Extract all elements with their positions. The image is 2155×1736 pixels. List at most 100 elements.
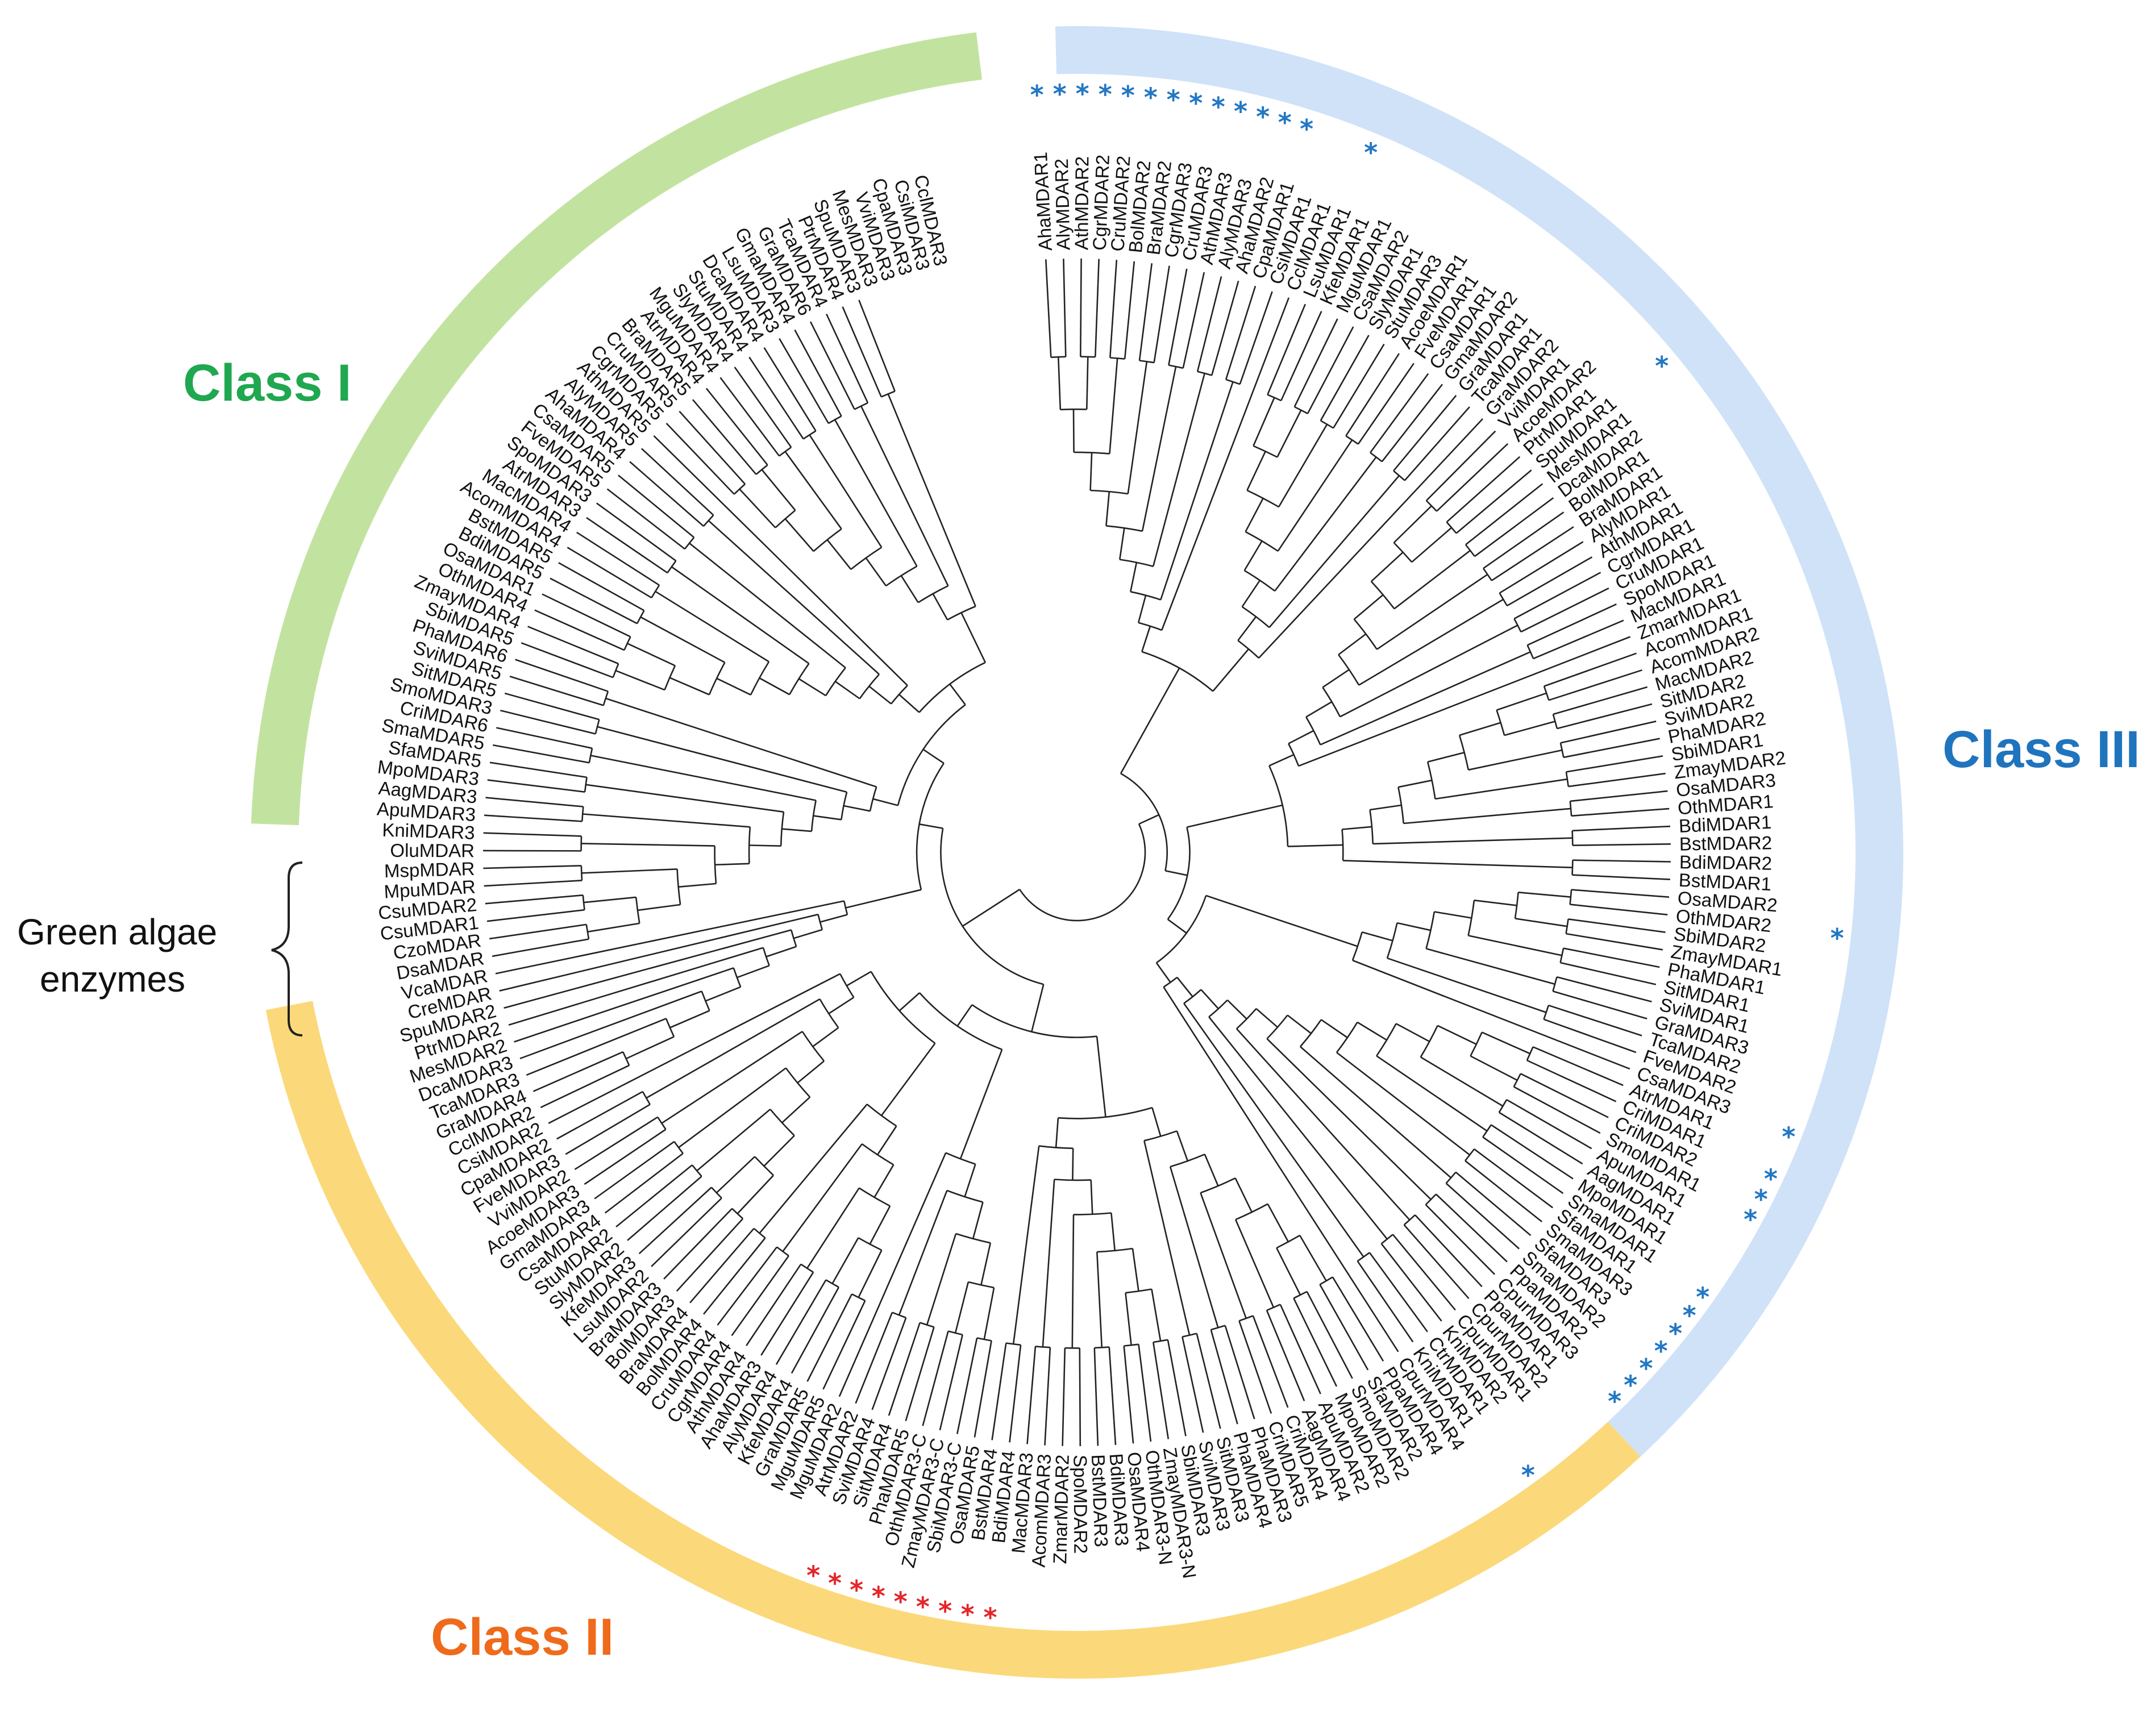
branch-arc	[858, 1237, 882, 1251]
branch-segment	[1299, 1235, 1327, 1281]
branch-segment	[499, 913, 818, 992]
branch-segment	[1387, 957, 1547, 1013]
branch-segment	[703, 1237, 766, 1315]
branch-segment	[737, 965, 770, 979]
branch-segment	[1446, 456, 1521, 523]
branch-segment	[806, 1187, 860, 1269]
branch-segment	[1204, 1154, 1219, 1187]
branch-segment	[766, 946, 797, 957]
branch-segment	[1138, 814, 1159, 825]
branch-segment	[1357, 1021, 1387, 1041]
branch-segment	[1063, 259, 1067, 357]
green-algae-label: Green algae	[17, 911, 217, 952]
branch-segment	[1127, 361, 1148, 494]
branch-arc	[1369, 809, 1374, 844]
branch-segment	[1305, 701, 1333, 718]
branch-arc	[714, 846, 717, 884]
red-star-marker: *	[806, 1560, 820, 1591]
branch-arc	[859, 673, 880, 700]
branch-segment	[542, 593, 631, 638]
branch-segment	[485, 894, 583, 905]
branch-segment	[1226, 999, 1247, 1020]
branch-segment	[678, 1067, 787, 1148]
branch-arc	[976, 1337, 992, 1342]
branch-segment	[877, 1125, 897, 1155]
branch-segment	[640, 616, 726, 663]
branch-segment	[980, 1243, 992, 1285]
branch-segment	[1168, 268, 1188, 365]
branch-segment	[1572, 874, 1670, 880]
branch-arc	[862, 1143, 894, 1165]
branch-segment	[1225, 285, 1257, 380]
branch-segment	[716, 677, 751, 696]
branch-arc	[1144, 1130, 1178, 1142]
red-star-marker: *	[872, 1581, 885, 1612]
branch-arc	[1465, 1148, 1475, 1162]
branch-segment	[1165, 870, 1188, 876]
branch-segment	[1252, 1315, 1289, 1408]
branch-segment	[489, 761, 587, 779]
blue-star-marker: *	[1076, 78, 1089, 109]
branch-segment	[1267, 303, 1306, 396]
branch-arc	[1467, 900, 1475, 936]
branch-segment	[871, 1317, 907, 1410]
branch-segment	[1274, 456, 1377, 592]
branch-arc	[664, 665, 676, 690]
branch-segment	[606, 488, 685, 550]
blue-star-marker: *	[1167, 85, 1180, 115]
branch-segment	[1239, 291, 1273, 385]
branch-segment	[689, 542, 846, 669]
leaf-label: CgrMDAR2	[1089, 154, 1113, 251]
branch-arc	[1097, 1247, 1133, 1253]
branch-segment	[1368, 1252, 1428, 1333]
leaf-label: MspMDAR	[384, 858, 475, 881]
branch-segment	[1362, 931, 1393, 942]
branch-segment	[1131, 1248, 1139, 1292]
branch-segment	[905, 1327, 935, 1421]
branch-segment	[1572, 859, 1671, 863]
branch-segment	[663, 1208, 733, 1280]
branch-segment	[1268, 475, 1400, 628]
branch-segment	[1176, 977, 1193, 997]
branch-segment	[514, 967, 734, 1043]
branch-arc	[1246, 489, 1279, 508]
branch-segment	[1169, 1166, 1219, 1328]
branch-arc	[1210, 1325, 1226, 1331]
branch-segment	[661, 1031, 803, 1124]
branch-segment	[1141, 366, 1177, 531]
branch-segment	[597, 726, 847, 793]
leaf-label: AhaMDAR1	[1030, 152, 1056, 252]
branch-segment	[1571, 807, 1670, 817]
branch-arc	[1139, 360, 1154, 364]
branch-segment	[1338, 633, 1367, 656]
branch-segment	[1200, 989, 1219, 1010]
branch-segment	[838, 1152, 947, 1397]
branch-segment	[939, 1334, 963, 1431]
branch-segment	[1393, 549, 1471, 610]
branch-segment	[1553, 990, 1648, 1019]
branch-segment	[1120, 667, 1180, 774]
branch-segment	[508, 947, 764, 1026]
branch-segment	[1553, 686, 1648, 715]
branch-segment	[922, 748, 945, 764]
branch-segment	[534, 609, 625, 651]
branch-arc	[1170, 1154, 1205, 1168]
branch-segment	[1425, 430, 1496, 501]
branch-segment	[1026, 1346, 1037, 1444]
branch-segment	[638, 1187, 712, 1255]
blue-star-marker: *	[1782, 1122, 1795, 1152]
branch-arc	[748, 827, 751, 864]
branch-segment	[1352, 959, 1630, 1070]
branch-segment	[1096, 1252, 1103, 1348]
branch-arc	[947, 605, 976, 621]
branch-segment	[983, 1287, 995, 1340]
branch-segment	[964, 1164, 976, 1197]
branch-arc	[769, 1109, 795, 1136]
branch-arc	[1351, 931, 1363, 961]
branch-arc	[1445, 1171, 1457, 1184]
branch-segment	[1211, 281, 1239, 376]
branch-segment	[627, 643, 676, 667]
branch-segment	[873, 1164, 895, 1198]
branch-segment	[1445, 1183, 1520, 1250]
branch-segment	[1333, 343, 1385, 428]
